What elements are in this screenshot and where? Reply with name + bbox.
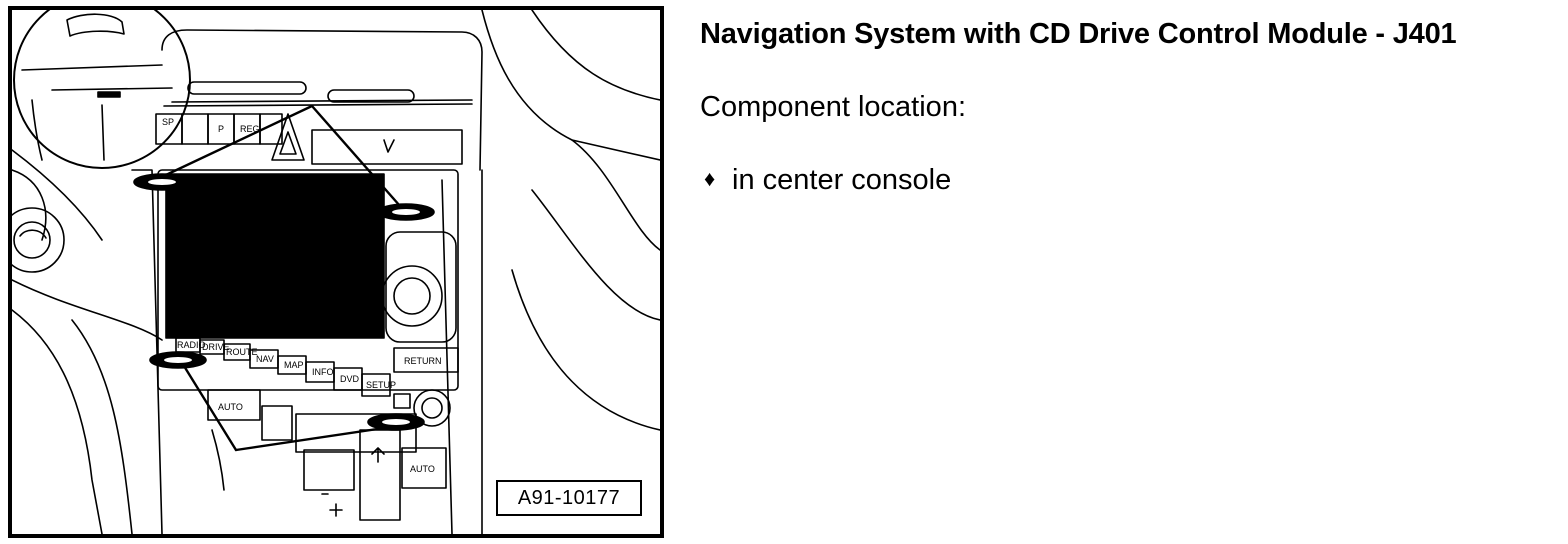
softkey-setup: SETUP — [366, 380, 396, 390]
navigation-display — [165, 173, 385, 339]
cd-slot-right — [327, 89, 415, 103]
softkey-dvd: DVD — [340, 374, 360, 384]
volume-knob-icon — [413, 389, 451, 427]
diamond-bullet-icon: ♦ — [704, 166, 716, 191]
softkey-radio: RADIO — [177, 340, 206, 350]
list-item: ♦ in center console — [704, 164, 951, 197]
rotary-knob-icon — [381, 265, 443, 327]
figure-id-label: A91-10177 — [496, 480, 642, 516]
hazard-warning-icon — [271, 113, 305, 161]
button-label-sp: SP — [162, 117, 174, 127]
leader-lines — [166, 104, 402, 452]
softkey-route: ROUTE — [226, 347, 258, 357]
component-illustration: SP P REG RETURN RADIO DRIVE ROUTE NAV MA… — [8, 6, 664, 538]
softkey-info: INFO — [312, 367, 334, 377]
softkey-drive: DRIVE — [202, 342, 230, 352]
cd-slot-left — [187, 81, 307, 95]
button-label-p: P — [218, 124, 224, 134]
softkey-map: MAP — [284, 360, 304, 370]
vent-knob-outer-icon — [12, 207, 65, 273]
page-title: Navigation System with CD Drive Control … — [700, 18, 1457, 50]
list-item-text: in center console — [732, 164, 952, 196]
return-button-label: RETURN — [404, 356, 442, 366]
softkey-nav: NAV — [256, 354, 274, 364]
climate-auto-right: AUTO — [410, 464, 435, 474]
center-console-drawing: SP P REG RETURN RADIO DRIVE ROUTE NAV MA… — [12, 10, 660, 534]
climate-auto-left: AUTO — [218, 402, 243, 412]
section-label: Component location: — [700, 91, 966, 123]
button-label-reg: REG — [240, 124, 260, 134]
softkey-row — [175, 337, 391, 397]
detail-magnifier-circle — [13, 10, 191, 169]
